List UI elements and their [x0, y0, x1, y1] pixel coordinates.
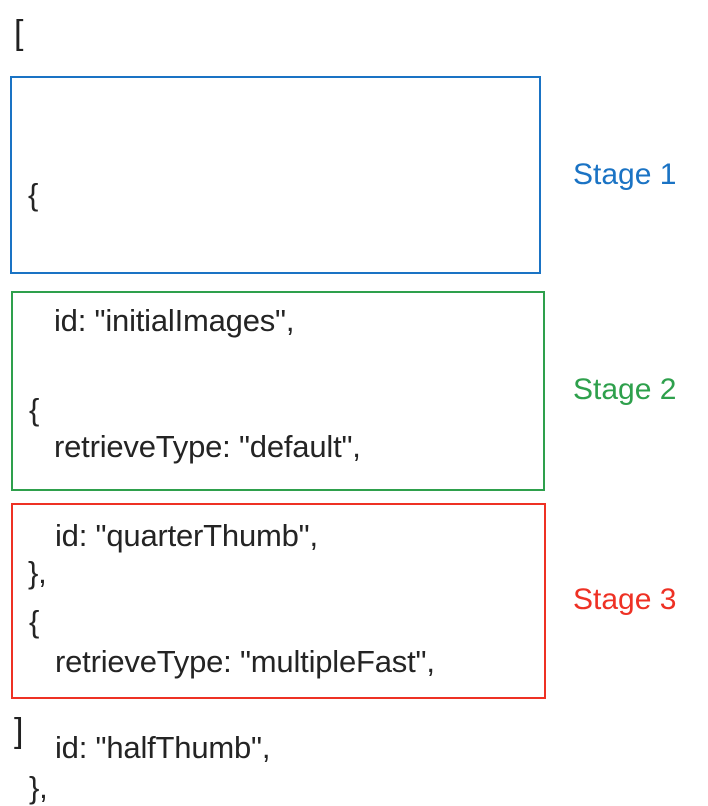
array-open-bracket: [	[14, 14, 24, 52]
stage-label-1: Stage 1	[573, 158, 677, 191]
stage-1-line-retrievetype: retrieveType: "default",	[54, 429, 361, 464]
stage-1-code: { id: "initialImages", retrieveType: "de…	[28, 90, 361, 678]
stage-2-line-id: id: "quarterThumb",	[55, 518, 318, 553]
array-close-bracket: ]	[14, 712, 24, 750]
stage-block-1: { id: "initialImages", retrieveType: "de…	[10, 76, 541, 590]
stage-2-line-retrievetype: retrieveType: "multipleFast",	[55, 644, 435, 679]
stage-label-2: Stage 2	[573, 373, 677, 406]
stage-label-3: Stage 3	[573, 583, 677, 616]
stage-1-open-brace: {	[28, 177, 39, 212]
stage-1-line-id: id: "initialImages",	[54, 303, 295, 338]
stage-2-open-brace: {	[29, 392, 40, 427]
stage-block-3: { id: "halfThumb", retrieveType: "multip…	[11, 503, 546, 765]
stage-1-close-brace: },	[28, 555, 47, 590]
stage-block-2: { id: "quarterThumb", retrieveType: "mul…	[11, 291, 545, 805]
stage-2-close-brace: },	[29, 770, 48, 805]
stage-3-open-brace: {	[29, 604, 40, 639]
stage-3-line-id: id: "halfThumb",	[55, 730, 271, 765]
stage-3-code: { id: "halfThumb", retrieveType: "multip…	[29, 517, 435, 806]
stage-2-code: { id: "quarterThumb", retrieveType: "mul…	[29, 305, 435, 806]
